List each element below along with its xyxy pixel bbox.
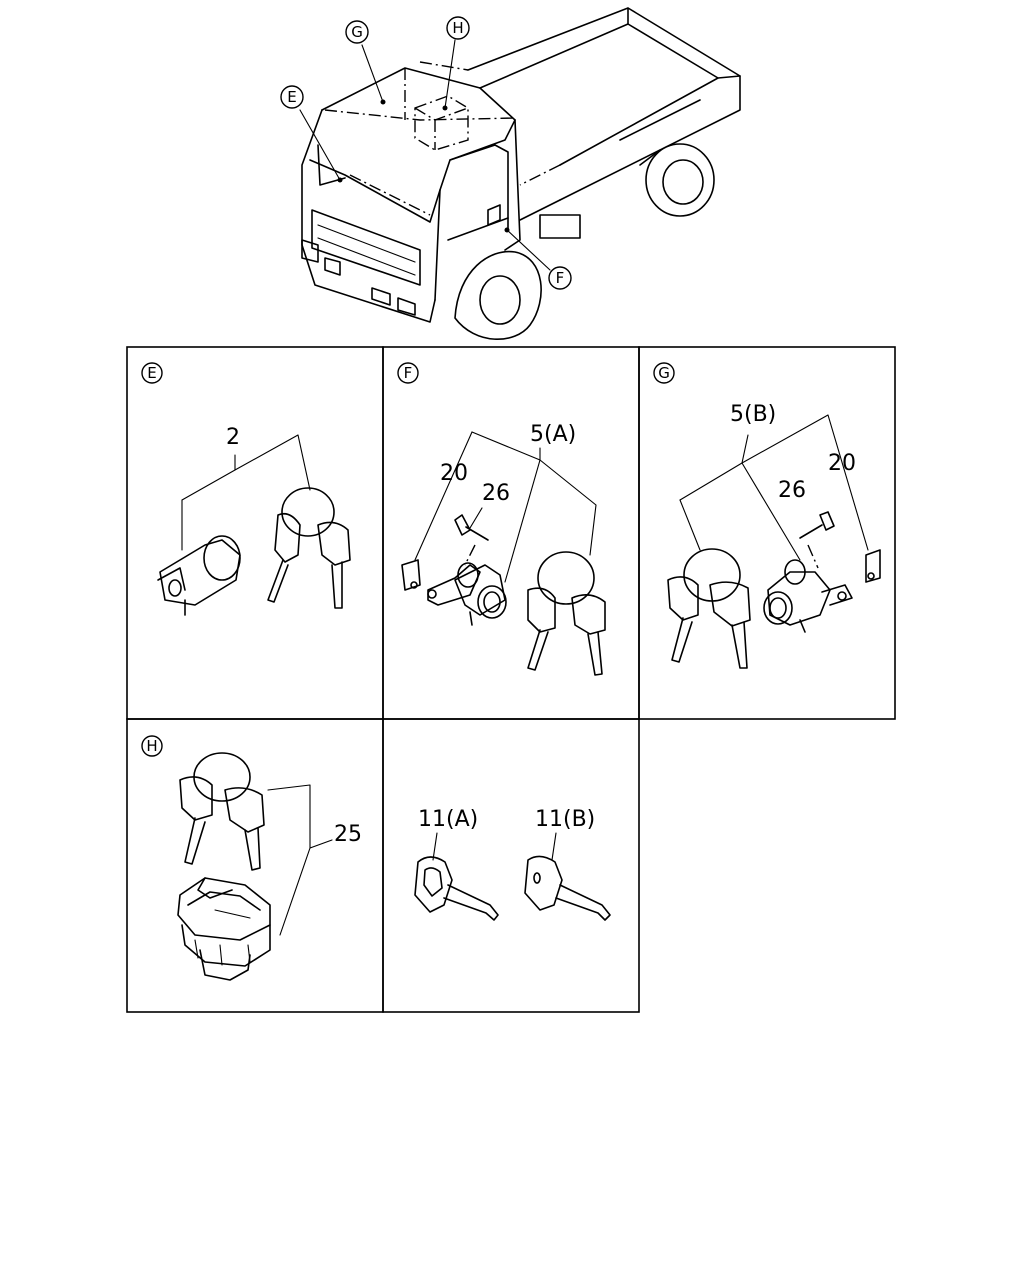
panel-grid [126,346,896,1013]
door-lock-cylinder-F [427,562,507,626]
front-wheel [454,250,542,340]
truck-overview [299,7,741,340]
panel-E: E 2 [141,362,351,616]
part-label-5A: 5(A) [530,422,576,447]
callout-H: H [446,16,470,40]
fuel-cap [177,877,271,981]
bolt-26-G [799,511,835,569]
callout-E: E [280,85,304,109]
callout-E-label: E [287,88,296,106]
key-11A [414,856,499,921]
key-pair-H [179,752,265,871]
panel-keys: 11(A) 11(B) [414,807,611,921]
callout-F-label: F [556,269,565,287]
clip-20-G [865,549,881,583]
panel-E-badge: E [141,362,163,384]
ignition-lock-cylinder [157,535,241,616]
callout-G: G [345,20,369,44]
panel-G-badge-label: G [658,364,670,382]
clip-20-F [401,559,421,591]
panel-E-badge-label: E [147,364,156,382]
panel-G-badge: G [653,362,675,384]
key-pair-F [527,551,606,676]
bolt-26-F [454,514,489,566]
callout-G-label: G [351,23,363,41]
panel-G: G 5(B) 26 20 [653,362,881,669]
key-pair-G [667,548,751,669]
panel-H-badge-label: H [146,737,157,755]
part-label-25: 25 [334,822,362,847]
panel-H-badge: H [141,735,163,757]
callout-F: F [548,266,572,290]
key-pair-E [267,487,351,609]
part-label-5B: 5(B) [730,402,776,427]
part-label-11B: 11(B) [535,807,595,832]
door-lock-cylinder-G [763,559,853,633]
part-label-2: 2 [226,425,240,450]
rear-wheel [639,143,715,217]
part-label-26-G: 26 [778,478,806,503]
part-label-26-F: 26 [482,481,510,506]
panel-F: F 5(A) 20 26 [397,362,606,676]
panel-F-badge: F [397,362,419,384]
panel-H: H 25 [141,735,362,981]
panel-F-badge-label: F [404,364,413,382]
cargo-bed [419,7,741,239]
part-label-11A: 11(A) [418,807,478,832]
callout-H-label: H [452,19,463,37]
key-11B [524,855,611,921]
cab-body [301,67,521,323]
